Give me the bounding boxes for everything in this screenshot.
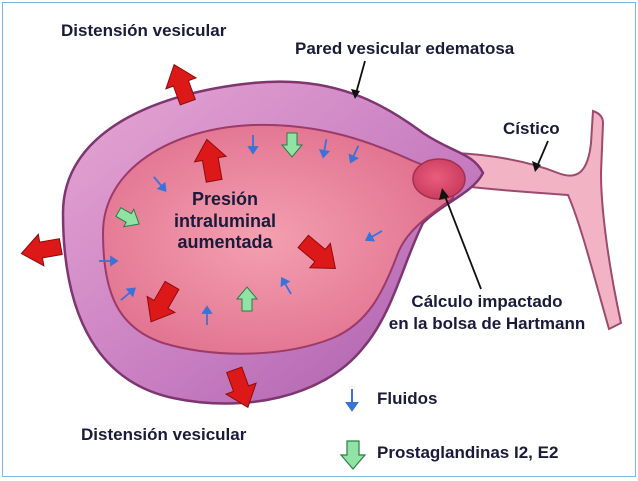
- gallbladder-diagram: [20, 60, 623, 470]
- calculo-pointer: [442, 190, 482, 290]
- prostaglandin-arrow-bottom: [235, 286, 259, 312]
- distension-top-label: Distensión vesicular: [61, 21, 227, 40]
- presion-line-1: Presión: [191, 189, 259, 209]
- presion-line-3: aumentada: [177, 232, 273, 253]
- fluid-arrows: [99, 135, 383, 325]
- prostaglandin-arrow-top: [280, 132, 304, 158]
- presion-label: Presión intraluminal aumentada: [163, 189, 287, 254]
- fluid-arrow-icon: [345, 389, 359, 412]
- hartmann-stone: [412, 158, 466, 200]
- pressure-arrow-left: [20, 233, 63, 267]
- calculo-line-1: Cálculo impactado: [411, 292, 563, 311]
- gallbladder-lumen: [101, 123, 455, 355]
- legend-fluidos-label: Fluidos: [377, 389, 438, 408]
- pressure-arrow-inner-right: [297, 234, 336, 269]
- pared-label: Pared vesicular edematosa: [295, 39, 515, 58]
- distension-bottom-label: Distensión vesicular: [81, 425, 247, 444]
- pressure-arrow-inner-top: [193, 138, 228, 183]
- cistico-label: Cístico: [503, 119, 560, 138]
- calculo-line-2: en la bolsa de Hartmann: [388, 314, 586, 334]
- legend-prostaglandinas-label: Prostaglandinas I2, E2: [377, 443, 559, 462]
- pressure-arrow-inner-left: [146, 280, 180, 323]
- prostaglandin-arrow-icon: [339, 440, 367, 470]
- pressure-arrow-bottom: [224, 366, 257, 409]
- pressure-arrow-top: [165, 63, 198, 106]
- prostaglandin-arrow-left: [115, 206, 140, 228]
- calculo-label: Cálculo impactado en la bolsa de Hartman…: [375, 291, 599, 335]
- presion-line-2: intraluminal: [173, 210, 276, 231]
